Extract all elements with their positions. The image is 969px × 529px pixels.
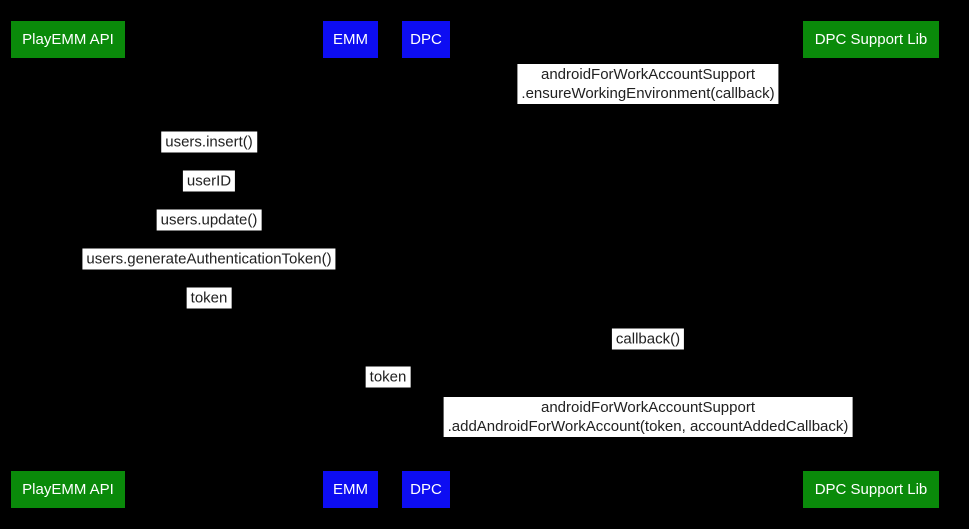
message-line: token [369,368,407,386]
actor-emm-top: EMM [323,21,378,58]
message-label-add-android-for-work-account: androidForWorkAccountSupport .addAndroid… [443,397,853,437]
message-label-ensure-working-environment: androidForWorkAccountSupport .ensureWork… [517,64,779,104]
actor-dpc-top: DPC [402,21,450,58]
message-line: androidForWorkAccountSupport [541,399,755,416]
actor-playemm-api-bottom: PlayEMM API [11,471,125,508]
actor-dpc-support-lib-top: DPC Support Lib [803,21,939,58]
message-line: token [190,289,228,307]
message-label-token-playemm-emm: token [186,287,232,309]
actor-dpc-bottom: DPC [402,471,450,508]
actor-emm-bottom: EMM [323,471,378,508]
message-line: users.update() [160,211,258,229]
message-line: users.insert() [165,133,253,151]
message-label-token-emm-dpc: token [365,366,411,388]
message-label-generate-authentication-token: users.generateAuthenticationToken() [82,248,336,270]
message-line: callback() [615,330,681,348]
message-line: userID [186,172,232,190]
message-line: users.generateAuthenticationToken() [86,250,332,268]
message-line: .addAndroidForWorkAccount(token, account… [447,418,849,435]
message-line: .ensureWorkingEnvironment(callback) [521,85,775,102]
message-label-userid: userID [182,170,236,192]
message-line: androidForWorkAccountSupport [540,66,755,83]
actor-playemm-api-top: PlayEMM API [11,21,125,58]
actor-dpc-support-lib-bottom: DPC Support Lib [803,471,939,508]
message-label-users-insert: users.insert() [161,131,257,153]
message-label-users-update: users.update() [156,209,262,231]
message-label-callback: callback() [611,328,685,350]
